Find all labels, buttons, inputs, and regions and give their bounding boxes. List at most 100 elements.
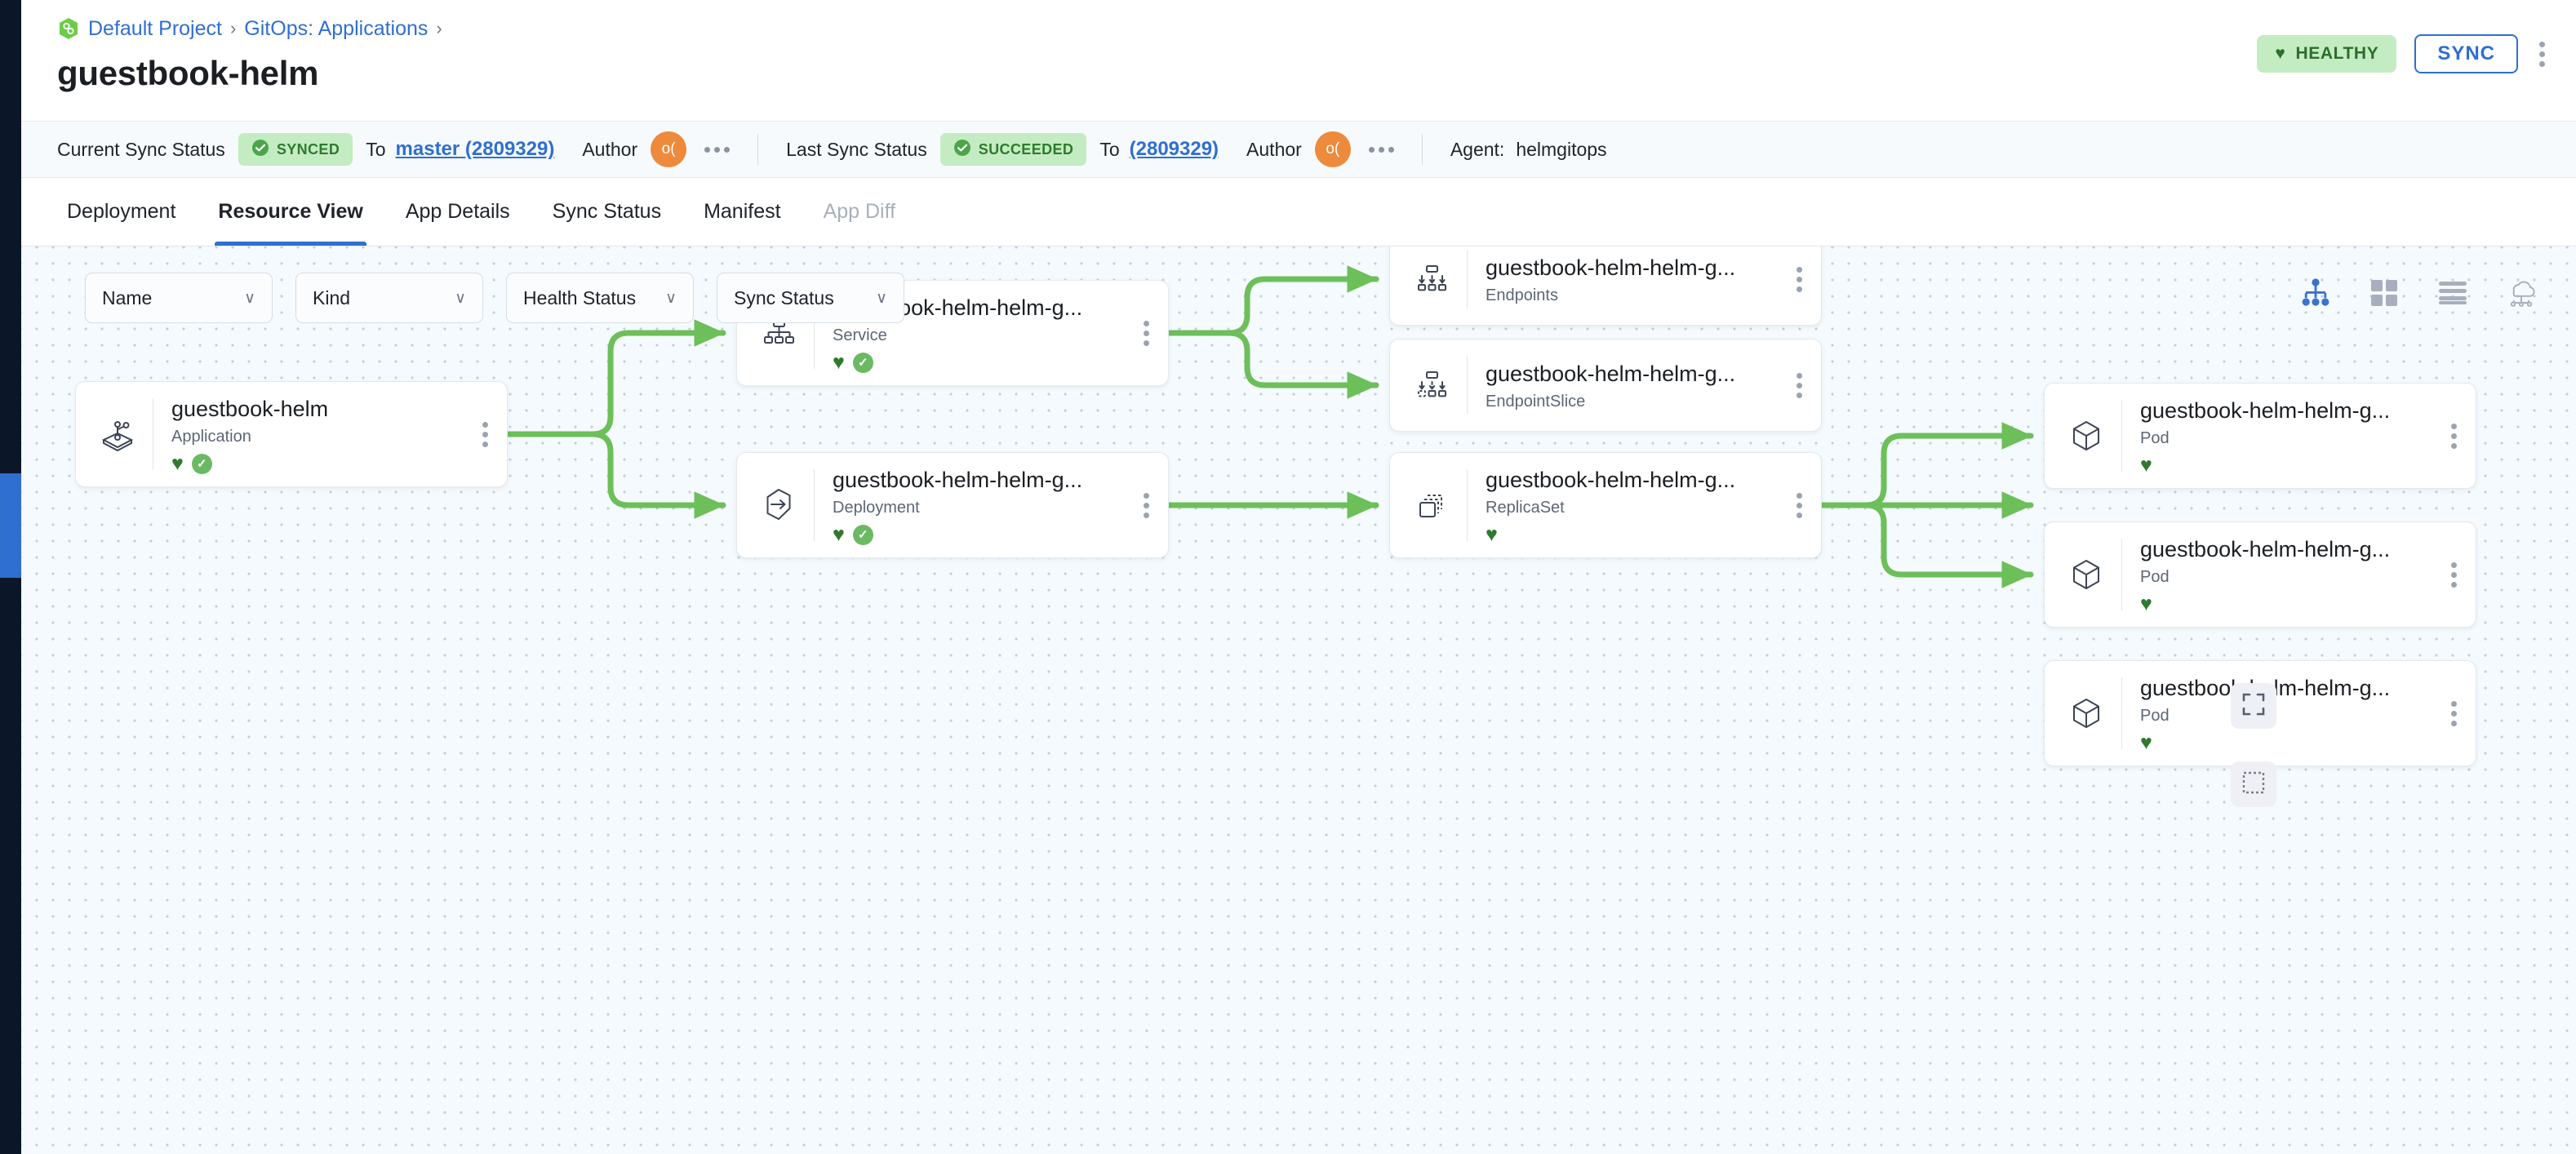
node-divider: [1467, 250, 1468, 308]
node-content: guestbook-helm-helm-g... Pod ♥: [2122, 661, 2432, 766]
status-divider-2: [1421, 134, 1423, 165]
sync-status-bar: Current Sync Status SYNCED To master (28…: [21, 121, 2576, 178]
current-author-avatar[interactable]: o(: [651, 131, 687, 167]
last-author-avatar[interactable]: o(: [1314, 131, 1351, 167]
last-author-label: Author: [1246, 138, 1302, 160]
breadcrumb: Default Project › GitOps: Applications ›: [57, 15, 2540, 42]
resource-graph-canvas[interactable]: Name ∨ Kind ∨ Health Status ∨ Sync Statu…: [21, 246, 2576, 1154]
sync-check-icon: ✓: [852, 524, 873, 545]
graph-node-endpoints[interactable]: guestbook-helm-helm-g... Endpoints: [1389, 246, 1822, 326]
health-heart-icon: ♥: [2140, 453, 2152, 477]
tab-app-details[interactable]: App Details: [405, 200, 510, 223]
node-overflow-menu-icon[interactable]: [1124, 281, 1168, 385]
node-divider: [814, 469, 815, 541]
left-rail-active-indicator: [0, 473, 21, 578]
breadcrumb-item-default-project[interactable]: Default Project: [88, 16, 222, 40]
current-sync-more-icon[interactable]: [704, 146, 731, 153]
filter-name-dropdown[interactable]: Name ∨: [85, 273, 273, 323]
graph-node-application[interactable]: guestbook-helm Application ♥ ✓: [75, 381, 508, 487]
graph-node-deployment[interactable]: guestbook-helm-helm-g... Deployment ♥ ✓: [736, 452, 1169, 558]
node-overflow-menu-icon[interactable]: [2432, 661, 2476, 766]
node-overflow-menu-icon[interactable]: [2432, 522, 2476, 627]
node-content: guestbook-helm Application ♥ ✓: [153, 382, 463, 486]
current-revision-link[interactable]: master (2809329): [395, 138, 555, 160]
node-status-icons: ♥ ✓: [171, 453, 463, 474]
node-overflow-menu-icon[interactable]: [1124, 453, 1168, 557]
header-actions: ♥ HEALTHY SYNC: [2257, 34, 2548, 73]
node-title: guestbook-helm-helm-g...: [2140, 675, 2432, 701]
graph-node-pod-2[interactable]: guestbook-helm-helm-g... Pod ♥: [2044, 522, 2476, 628]
graph-node-replicaset[interactable]: guestbook-helm-helm-g... ReplicaSet ♥: [1389, 452, 1822, 558]
chevron-down-icon: ∨: [244, 289, 255, 307]
node-title: guestbook-helm-helm-g...: [2140, 397, 2391, 423]
node-status-icons: ♥: [1486, 524, 1777, 545]
node-status-icons: ♥: [2140, 732, 2432, 753]
application-icon: [91, 382, 144, 486]
node-overflow-menu-icon[interactable]: [1777, 453, 1821, 557]
tree-view-icon[interactable]: [2298, 276, 2333, 310]
last-to-label: To: [1099, 138, 1120, 160]
node-overflow-menu-icon[interactable]: [1777, 340, 1821, 431]
node-kind: ReplicaSet: [1486, 499, 1565, 517]
node-status-icons: ♥ ✓: [833, 524, 1124, 545]
node-title: guestbook-helm-helm-g...: [1486, 467, 1736, 492]
agent-value: helmgitops: [1516, 138, 1607, 160]
graph-node-pod-1[interactable]: guestbook-helm-helm-g... Pod ♥: [2044, 383, 2476, 489]
network-view-icon[interactable]: [2504, 276, 2538, 310]
filter-kind-dropdown[interactable]: Kind ∨: [295, 273, 483, 323]
filter-name-label: Name: [102, 286, 153, 308]
node-kind: Pod: [2140, 568, 2170, 587]
last-sync-more-icon[interactable]: [1368, 146, 1394, 153]
sync-check-icon: ✓: [852, 352, 873, 373]
select-area-icon: [2241, 770, 2266, 799]
health-heart-icon: ♥: [2140, 730, 2152, 754]
filter-health-status-label: Health Status: [523, 286, 637, 308]
left-nav-rail[interactable]: [0, 0, 21, 1154]
select-area-button[interactable]: [2231, 761, 2276, 807]
node-overflow-menu-icon[interactable]: [2432, 384, 2476, 488]
filter-health-status-dropdown[interactable]: Health Status ∨: [506, 273, 694, 323]
fullscreen-button[interactable]: [2231, 683, 2276, 729]
node-kind: Service: [833, 326, 887, 345]
chevron-down-icon-4: ∨: [876, 289, 887, 307]
tab-deployment[interactable]: Deployment: [67, 200, 176, 223]
node-divider: [1467, 469, 1468, 541]
node-status-icons: ♥ ✓: [833, 352, 1124, 373]
node-content: guestbook-helm-helm-g... Pod ♥: [2122, 522, 2432, 627]
node-kind: Deployment: [833, 499, 920, 517]
project-icon: [57, 16, 80, 41]
tab-resource-view[interactable]: Resource View: [197, 178, 384, 246]
page-title: guestbook-helm: [57, 54, 319, 92]
node-kind: Pod: [2140, 707, 2170, 726]
node-title: guestbook-helm-helm-g...: [1486, 361, 1736, 386]
filter-bar: Name ∨ Kind ∨ Health Status ∨ Sync Statu…: [85, 273, 904, 323]
replicaset-icon: [1405, 453, 1459, 557]
node-overflow-menu-icon[interactable]: [1777, 246, 1821, 325]
node-divider: [814, 297, 815, 369]
endpoints-icon: [1405, 246, 1459, 325]
breadcrumb-separator: ›: [229, 18, 237, 38]
list-view-icon[interactable]: [2436, 276, 2470, 310]
heart-icon: ♥: [2275, 44, 2286, 63]
filter-sync-status-dropdown[interactable]: Sync Status ∨: [717, 273, 904, 323]
sync-button[interactable]: SYNC: [2414, 34, 2518, 73]
node-divider: [2121, 400, 2122, 472]
breadcrumb-item-gitops-applications[interactable]: GitOps: Applications: [244, 16, 429, 40]
node-overflow-menu-icon[interactable]: [463, 382, 507, 486]
fullscreen-icon: [2241, 691, 2267, 721]
tab-sync-status[interactable]: Sync Status: [552, 200, 662, 223]
node-content: guestbook-helm-helm-g... EndpointSlice: [1468, 340, 1777, 431]
node-content: guestbook-helm-helm-g... ReplicaSet ♥: [1468, 453, 1777, 557]
last-revision-link[interactable]: (2809329): [1129, 138, 1219, 160]
graph-node-endpointslice[interactable]: guestbook-helm-helm-g... EndpointSlice: [1389, 339, 1822, 432]
tab-manifest[interactable]: Manifest: [704, 200, 781, 223]
header-overflow-menu-icon[interactable]: [2536, 38, 2548, 70]
current-sync-status-pill: SYNCED: [238, 133, 353, 166]
node-kind: Endpoints: [1486, 286, 1558, 305]
node-kind: Application: [171, 428, 251, 446]
health-heart-icon: ♥: [833, 350, 845, 374]
node-divider: [2121, 677, 2122, 749]
grid-view-icon[interactable]: [2367, 276, 2401, 310]
check-circle-icon-2: [953, 139, 971, 161]
health-heart-icon: ♥: [171, 451, 184, 475]
